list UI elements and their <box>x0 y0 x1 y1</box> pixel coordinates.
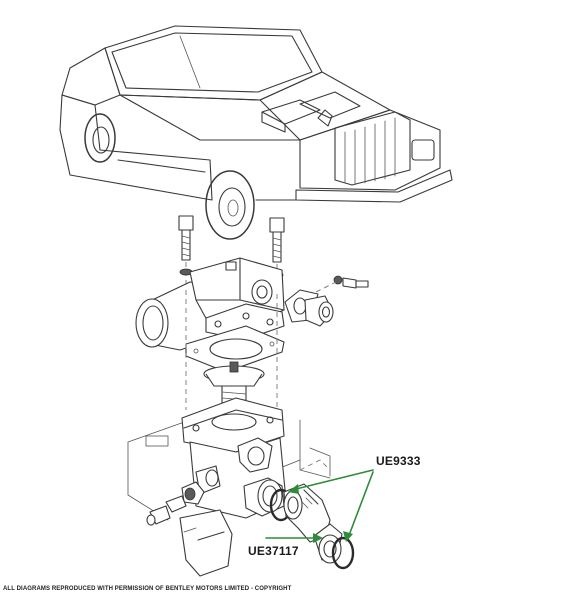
outlet-elbow-and-gasket <box>284 289 334 327</box>
callout-leaders <box>265 469 374 543</box>
temperature-sensor <box>146 481 205 526</box>
callout-ue37117-label: UE37117 <box>248 544 299 558</box>
copyright-notice: ALL DIAGRAMS REPRODUCED WITH PERMISSION … <box>3 586 292 592</box>
lower-thermostat-housing <box>127 397 331 577</box>
car-illustration <box>59 25 453 240</box>
housing-bolt-left <box>178 215 194 290</box>
side-bolt <box>299 275 369 301</box>
callout-ue9333-label: UE9333 <box>376 454 421 468</box>
water-elbow <box>283 459 343 564</box>
thermostat-housing-cover <box>135 257 285 351</box>
o-ring-lower <box>331 536 355 570</box>
